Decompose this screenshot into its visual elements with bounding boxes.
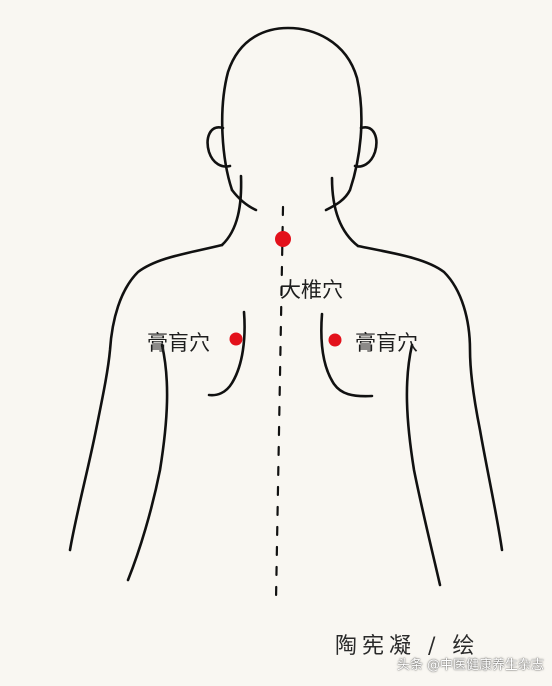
right-inner-arm <box>405 343 442 587</box>
gaohuang-right-label: 膏肓穴 <box>355 331 418 355</box>
right-shoulder-arm <box>356 244 504 552</box>
gaohuang-left-point <box>229 332 243 346</box>
right-scapula <box>320 312 374 398</box>
gaohuang-right-point <box>328 333 342 347</box>
dazhui-point <box>275 231 291 247</box>
spine-line <box>274 205 285 602</box>
left-scapula <box>207 310 246 397</box>
left-inner-arm <box>126 343 169 582</box>
right-ear <box>353 126 378 168</box>
gaohuang-left-label: 膏肓穴 <box>147 331 210 355</box>
artist-credit: 陶宪凝 / 绘 <box>335 634 480 659</box>
dazhui-label: 大椎穴 <box>280 278 343 302</box>
source-watermark: 头条 @中医健康养生杂志 <box>396 658 544 673</box>
left-ear <box>206 126 232 168</box>
head-outline <box>220 26 363 212</box>
neck-left <box>220 174 243 247</box>
left-shoulder-arm <box>68 243 224 552</box>
head-outline-left-jaw <box>230 188 258 212</box>
neck-right <box>330 176 360 248</box>
